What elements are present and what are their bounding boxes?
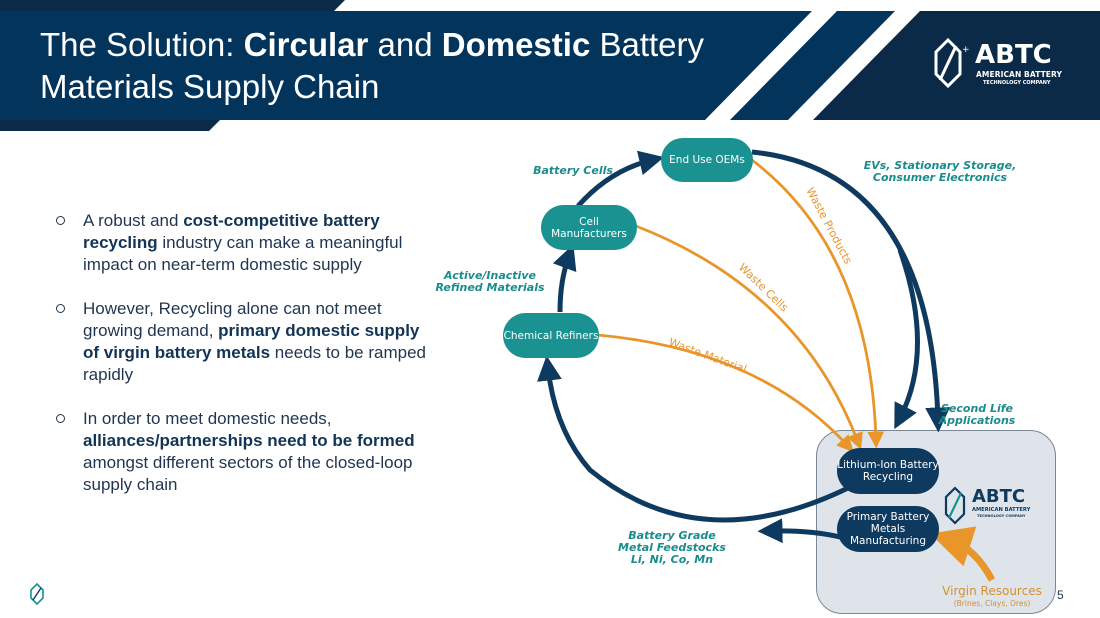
header-main-panel bbox=[0, 11, 812, 120]
node-primary-metals-mfg: Primary Battery Metals Manufacturing bbox=[837, 506, 939, 552]
page-number: 5 bbox=[1057, 588, 1064, 602]
arrow-waste-products bbox=[751, 158, 885, 449]
header-slash-panel bbox=[730, 11, 895, 120]
footer-logo-icon bbox=[30, 583, 44, 605]
arrow-oems-to-recycling bbox=[894, 249, 920, 430]
bullet-bold-text: cost-competitive battery recycling bbox=[83, 211, 380, 252]
title-bold-circular: Circular bbox=[243, 26, 369, 63]
bullet-list: A robust and cost-competitive battery re… bbox=[56, 210, 436, 518]
arrow-waste-cells bbox=[635, 224, 863, 450]
label-evs: EVs, Stationary Storage, Consumer Electr… bbox=[863, 159, 1017, 184]
arrow-recycling-to-refiners bbox=[536, 355, 850, 523]
header-banner: + bbox=[0, 0, 1100, 131]
label-battery-cells: Battery Cells bbox=[533, 164, 613, 177]
label-feedstocks-line1: Battery Grade bbox=[628, 529, 716, 542]
arrow-guide bbox=[752, 152, 918, 420]
box-logo-subtitle-1: AMERICAN BATTERY bbox=[972, 507, 1031, 513]
title-line-2: Materials Supply Chain bbox=[40, 68, 380, 105]
logo-wordmark: ABTC bbox=[975, 40, 1052, 70]
arrow-refiners-to-cells bbox=[552, 244, 577, 313]
bullet-bold-text: alliances/partnerships need to be formed bbox=[83, 431, 415, 450]
logo-hexagon bbox=[934, 37, 962, 89]
virgin-resources-sub: (Brines, Clays, Ores) bbox=[953, 599, 1031, 608]
bullet-text: A robust and bbox=[83, 211, 184, 230]
header-bottom-strip bbox=[0, 120, 220, 131]
arrow-cells-to-oems bbox=[576, 150, 665, 208]
bullet-text: However, Recycling alone can not meet gr… bbox=[83, 299, 382, 340]
abtc-box-logo-icon bbox=[944, 486, 966, 525]
bullet-item: However, Recycling alone can not meet gr… bbox=[56, 298, 436, 386]
virgin-resources-title: Virgin Resources bbox=[942, 584, 1042, 598]
bullet-bold-text: primary domestic supply of virgin batter… bbox=[83, 321, 420, 362]
arrow-waste-material bbox=[597, 333, 854, 453]
arrow-primary-to-feedstocks bbox=[757, 518, 841, 544]
title-text: The Solution: bbox=[40, 26, 244, 63]
box-logo-wordmark: ABTC bbox=[972, 486, 1026, 507]
box-logo-subtitle-2: TECHNOLOGY COMPANY bbox=[977, 514, 1026, 518]
arrow-oems-to-second-life bbox=[751, 149, 951, 433]
node-chemical-refiners: Chemical Refiners bbox=[503, 313, 599, 358]
bullet-marker-icon bbox=[56, 216, 65, 225]
bullet-text: industry can make a meaningful impact on… bbox=[83, 233, 403, 274]
waste-products-label: Waste Products bbox=[803, 185, 854, 266]
node-li-ion-recycling: Lithium-Ion Battery Recycling bbox=[837, 448, 939, 494]
bullet-item: In order to meet domestic needs, allianc… bbox=[56, 408, 436, 496]
bullet-text: In order to meet domestic needs, bbox=[83, 409, 332, 428]
title-text: and bbox=[368, 26, 442, 63]
bullet-item: A robust and cost-competitive battery re… bbox=[56, 210, 436, 276]
node-cell-manufacturers: Cell Manufacturers bbox=[541, 205, 637, 250]
logo-diagonal bbox=[938, 45, 958, 81]
waste-material-label: Waste Material bbox=[667, 336, 748, 376]
header-top-strip bbox=[0, 0, 345, 11]
arrow-virgin-resources bbox=[930, 526, 996, 582]
bullet-marker-icon bbox=[56, 414, 65, 423]
abtc-logo-icon bbox=[934, 37, 962, 89]
page-title: The Solution: Circular and Domestic Batt… bbox=[40, 24, 800, 108]
label-feedstocks: Battery Grade Metal Feedstocks Li, Ni, C… bbox=[612, 530, 732, 566]
label-second-life: Second Life Applications bbox=[938, 402, 1016, 427]
label-active-inactive: Active/Inactive Refined Materials bbox=[435, 269, 545, 294]
label-feedstocks-line2: Metal Feedstocks bbox=[618, 541, 726, 554]
logo-subtitle-2: TECHNOLOGY COMPANY bbox=[983, 80, 1051, 86]
bullet-text: needs to be ramped rapidly bbox=[83, 343, 427, 384]
bullet-text: amongst different sectors of the closed-… bbox=[83, 453, 413, 494]
label-feedstocks-line3: Li, Ni, Co, Mn bbox=[630, 553, 714, 566]
title-text: Battery bbox=[590, 26, 705, 63]
bullet-marker-icon bbox=[56, 304, 65, 313]
header-logo-panel bbox=[813, 11, 1100, 120]
title-bold-domestic: Domestic bbox=[441, 26, 591, 63]
logo-subtitle-1: AMERICAN BATTERY bbox=[976, 70, 1063, 79]
node-end-use-oems: End Use OEMs bbox=[661, 138, 753, 182]
logo-plus-icon: + bbox=[962, 45, 970, 55]
